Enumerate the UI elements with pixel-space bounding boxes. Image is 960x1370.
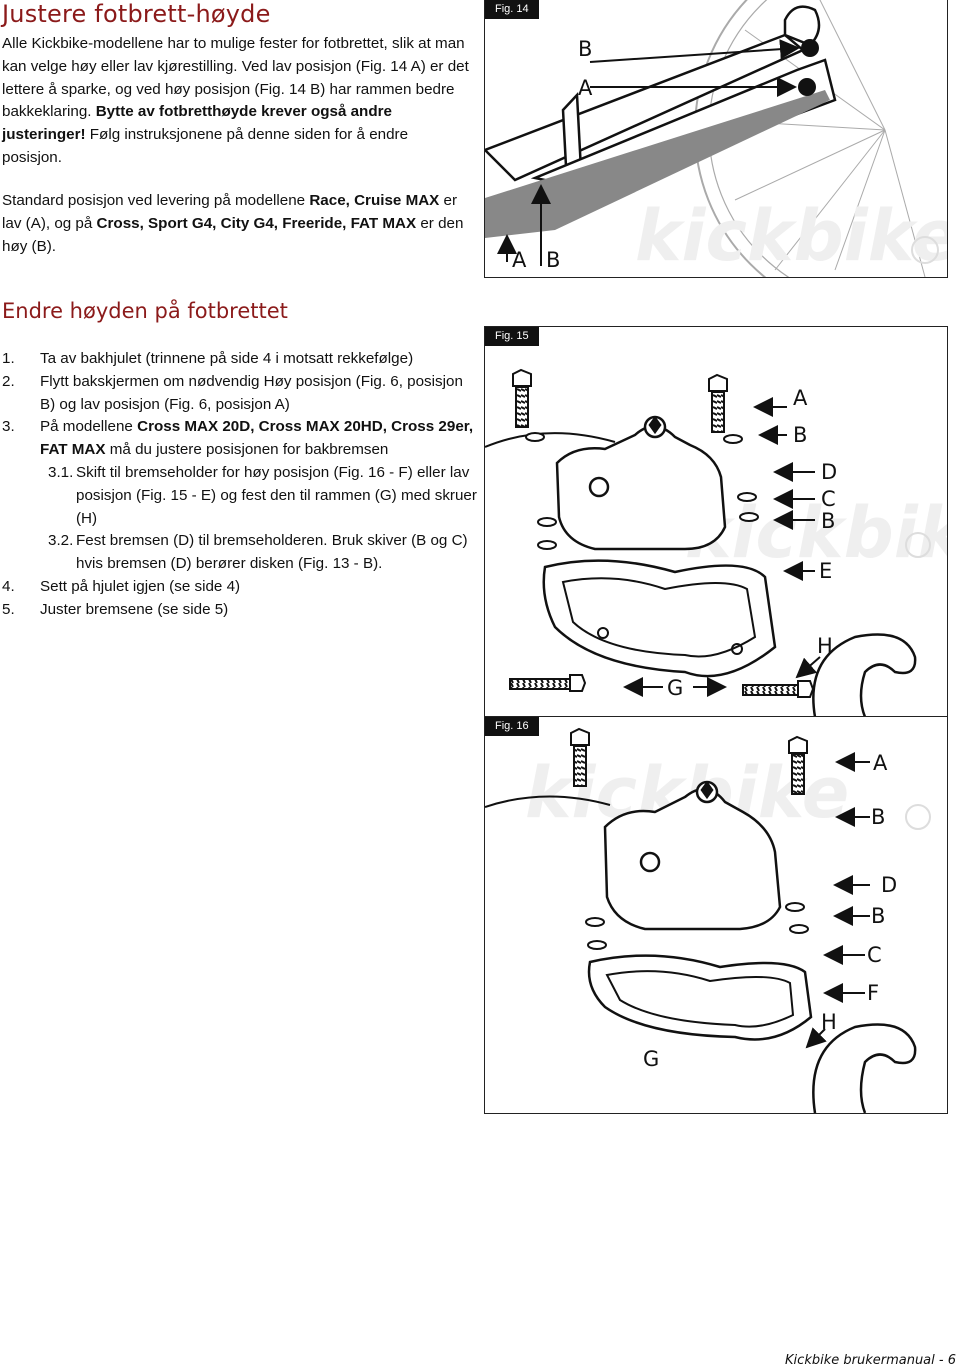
caliper-illustration: [555, 415, 727, 551]
step-1: 1.Ta av bakhjulet (trinnene på side 4 i …: [2, 350, 414, 367]
figure-tag: Fig. 14: [485, 0, 539, 19]
label-a-top: A: [578, 76, 593, 100]
caliper-illustration: [603, 780, 782, 931]
label-b-bottom: B: [546, 248, 560, 272]
label-f: F: [867, 981, 879, 1005]
frame-illustration: [485, 5, 837, 192]
label-e: E: [819, 559, 832, 583]
label-c: C: [821, 487, 836, 511]
svg-text:kickbike: kickbike: [685, 492, 947, 574]
step-3: 3.På modellene Cross MAX 20D, Cross MAX …: [2, 418, 474, 459]
figure-15: kickbike: [484, 326, 948, 718]
section-title: Endre høyden på fotbrettet: [2, 299, 288, 323]
step-2: 2.Flytt bakskjermen om nødvendig Høy pos…: [2, 372, 463, 413]
mount-point-b: [801, 39, 819, 57]
bracket-f-illustration: [587, 954, 813, 1041]
steps-list: 1.Ta av bakhjulet (trinnene på side 4 i …: [2, 348, 482, 622]
standard-position-paragraph: Standard posisjon ved levering på modell…: [2, 192, 464, 255]
figure-tag: Fig. 16: [485, 717, 539, 736]
step-3-2: 3.2.Fest bremsen (D) til bremseholderen.…: [48, 532, 468, 573]
label-c: C: [867, 943, 882, 967]
page-footer: Kickbike brukermanual - 6: [785, 1353, 956, 1368]
figure-tag: Fig. 15: [485, 327, 539, 346]
label-g: G: [643, 1047, 659, 1071]
bolt-left: [570, 727, 590, 787]
frame-diagram: kickbike B A A B: [485, 0, 947, 277]
svg-text:kickbike: kickbike: [635, 195, 947, 277]
brake-high-diagram: kickbike: [485, 727, 931, 1113]
bolt-right: [788, 735, 808, 795]
label-a-bottom: A: [512, 248, 527, 272]
label-b-2: B: [821, 509, 835, 533]
brake-low-diagram: kickbike: [485, 368, 947, 717]
label-a: A: [873, 751, 888, 775]
bolt-right: [708, 373, 728, 433]
step-3-1: 3.1.Skift til bremseholder for høy posis…: [48, 463, 477, 527]
step-5: 5.Juster bremsene (se side 5): [2, 600, 229, 618]
label-b-2: B: [871, 904, 885, 928]
label-a: A: [793, 386, 808, 410]
bolt-left: [512, 368, 532, 428]
screw-right: [742, 680, 815, 698]
figure-16: kickbike: [484, 716, 948, 1114]
intro-paragraph: Alle Kickbike-modellene har to mulige fe…: [2, 35, 469, 166]
label-h: H: [821, 1010, 837, 1034]
label-h: H: [817, 634, 833, 658]
label-d: D: [821, 460, 837, 484]
figure-14: kickbike B A A B Fig. 14: [484, 0, 948, 278]
label-d: D: [881, 873, 897, 897]
bracket-e-illustration: [542, 559, 777, 678]
step-4: 4.Sett på hjulet igjen (se side 4): [2, 577, 241, 595]
screw-left: [509, 674, 587, 692]
label-b-top: B: [578, 37, 592, 61]
mount-point-a: [798, 78, 816, 96]
frame-mount-illustration: [812, 1023, 917, 1113]
page-title: Justere fotbrett-høyde: [2, 0, 271, 28]
frame-mount-illustration: [812, 633, 917, 717]
footboard-illustration: [485, 90, 830, 238]
label-b: B: [793, 423, 807, 447]
label-b: B: [871, 805, 885, 829]
label-g: G: [667, 676, 683, 700]
